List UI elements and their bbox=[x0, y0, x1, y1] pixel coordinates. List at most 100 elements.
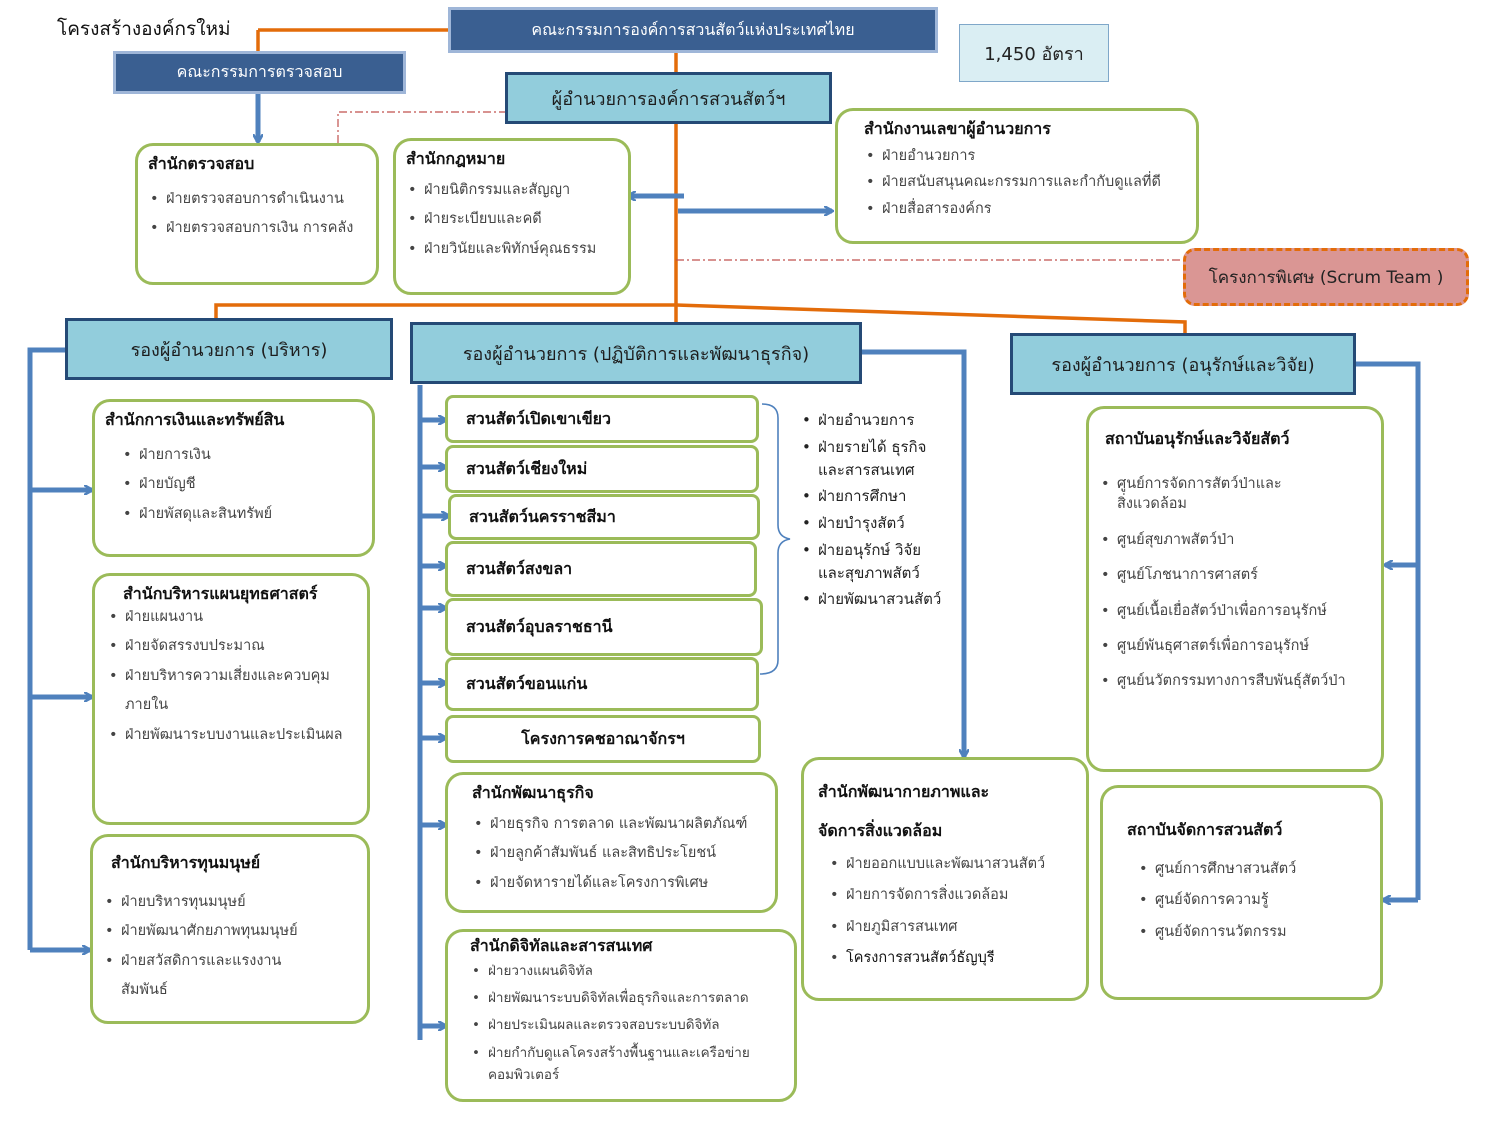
zoo-box: สวนสัตว์ขอนแก่น bbox=[445, 657, 759, 711]
list-item: ศูนย์สุขภาพสัตว์ป่า bbox=[1101, 532, 1371, 550]
audit-committee-label: คณะกรรมการตรวจสอบ bbox=[176, 62, 343, 81]
list-item: ฝ่ายนิติกรรมและสัญญา bbox=[408, 182, 618, 200]
secretary-office-title: สำนักงานเลขาผู้อำนวยการ bbox=[864, 119, 1051, 138]
list-item: ฝ่ายพัฒนาระบบงานและประเมินผล bbox=[109, 727, 357, 745]
finance-office-title: สำนักการเงินและทรัพย์สิน bbox=[105, 410, 285, 429]
list-item: ฝ่ายวินัยและพิทักษ์คุณธรรม bbox=[408, 241, 618, 259]
list-item: ฝ่ายการเงิน bbox=[123, 447, 362, 465]
zoo-box: สวนสัตว์นครราชสีมา bbox=[448, 494, 760, 540]
audit-office-title: สำนักตรวจสอบ bbox=[148, 154, 255, 173]
list-item: ฝ่ายบำรุงสัตว์ bbox=[802, 514, 970, 533]
hr-office-box: สำนักบริหารทุนมนุษย์ ฝ่ายบริหารทุนมนุษย์… bbox=[90, 834, 370, 1024]
business-office-box: สำนักพัฒนาธุรกิจ ฝ่ายธุรกิจ การตลาด และพ… bbox=[445, 772, 778, 913]
zoo-label: สวนสัตว์นครราชสีมา bbox=[469, 506, 616, 526]
list-item: ฝ่ายภูมิสารสนเทศ bbox=[830, 919, 1076, 937]
conservation-institute-title: สถาบันอนุรักษ์และวิจัยสัตว์ bbox=[1105, 429, 1290, 448]
list-item: ฝ่ายพัฒนาสวนสัตว์ bbox=[802, 590, 970, 609]
list-item: ฝ่ายสวัสดิการและแรงงาน bbox=[105, 953, 357, 971]
business-office-title: สำนักพัฒนาธุรกิจ bbox=[472, 783, 594, 802]
legal-office-title: สำนักกฎหมาย bbox=[406, 149, 506, 168]
khao-project-label: โครงการคชอาณาจักรฯ bbox=[521, 728, 685, 748]
deputy-admin-box: รองผู้อำนวยการ (บริหาร) bbox=[65, 318, 393, 380]
list-item: ฝ่ายบัญชี bbox=[123, 476, 362, 494]
list-item: ฝ่ายวางแผนดิจิทัล bbox=[472, 963, 784, 979]
legal-office-box: สำนักกฎหมาย ฝ่ายนิติกรรมและสัญญา ฝ่ายระเ… bbox=[393, 138, 631, 295]
conservation-institute-box: สถาบันอนุรักษ์และวิจัยสัตว์ ศูนย์การจัดก… bbox=[1086, 406, 1384, 772]
list-item: ศูนย์จัดการนวัตกรรม bbox=[1139, 924, 1370, 942]
board-box: คณะกรรมการองค์การสวนสัตว์แห่งประเทศไทย bbox=[448, 7, 938, 53]
list-item: ฝ่ายการจัดการสิ่งแวดล้อม bbox=[830, 887, 1076, 905]
physical-office-title: สำนักพัฒนากายภาพและ bbox=[818, 782, 990, 801]
deputy-admin-label: รองผู้อำนวยการ (บริหาร) bbox=[130, 339, 328, 361]
list-item: ฝ่ายลูกค้าสัมพันธ์ และสิทธิประโยชน์ bbox=[474, 845, 765, 863]
deputy-research-label: รองผู้อำนวยการ (อนุรักษ์และวิจัย) bbox=[1051, 354, 1315, 376]
deputy-research-box: รองผู้อำนวยการ (อนุรักษ์และวิจัย) bbox=[1010, 333, 1356, 395]
list-item: ฝ่ายออกแบบและพัฒนาสวนสัตว์ bbox=[830, 856, 1076, 874]
audit-office-box: สำนักตรวจสอบ ฝ่ายตรวจสอบการดำเนินงาน ฝ่า… bbox=[135, 143, 379, 285]
list-item-cont: และสุขภาพสัตว์ bbox=[818, 563, 920, 582]
list-item: ศูนย์นวัตกรรมทางการสืบพันธุ์สัตว์ป่า bbox=[1101, 673, 1371, 691]
list-item: ฝ่ายบริหารความเสี่ยงและควบคุม bbox=[109, 668, 357, 686]
special-project-box: โครงการพิเศษ (Scrum Team ) bbox=[1183, 248, 1469, 306]
list-item: ฝ่ายอำนวยการ bbox=[802, 411, 970, 430]
list-item: ฝ่ายพัฒนาศักยภาพทุนมนุษย์ bbox=[105, 923, 357, 941]
physical-office-box: สำนักพัฒนากายภาพและ จัดการสิ่งแวดล้อม ฝ่… bbox=[801, 757, 1089, 1001]
page-title: โครงสร้างองค์กรใหม่ bbox=[57, 18, 231, 40]
zoo-box: สวนสัตว์สงขลา bbox=[445, 541, 757, 597]
list-item: ฝ่ายอนุรักษ์ วิจัย bbox=[802, 541, 970, 560]
zoo-label: สวนสัตว์เปิดเขาเขียว bbox=[466, 408, 611, 428]
list-item: ฝ่ายระเบียบและคดี bbox=[408, 211, 618, 229]
finance-office-box: สำนักการเงินและทรัพย์สิน ฝ่ายการเงิน ฝ่า… bbox=[92, 399, 375, 557]
special-project-label: โครงการพิเศษ (Scrum Team ) bbox=[1208, 267, 1444, 288]
list-item-cont: คอมพิวเตอร์ bbox=[488, 1066, 560, 1083]
zoo-label: สวนสัตว์เชียงใหม่ bbox=[466, 458, 588, 478]
list-item-cont: สิ่งแวดล้อม bbox=[1117, 496, 1187, 513]
hr-office-title: สำนักบริหารทุนมนุษย์ bbox=[111, 853, 261, 872]
list-item: ฝ่ายประเมินผลและตรวจสอบระบบดิจิทัล bbox=[472, 1017, 784, 1033]
board-label: คณะกรรมการองค์การสวนสัตว์แห่งประเทศไทย bbox=[531, 19, 855, 39]
secretary-office-box: สำนักงานเลขาผู้อำนวยการ ฝ่ายอำนวยการ ฝ่า… bbox=[835, 108, 1199, 244]
zoo-mgmt-institute-title: สถาบันจัดการสวนสัตว์ bbox=[1127, 820, 1283, 839]
list-item: ศูนย์การศึกษาสวนสัตว์ bbox=[1139, 861, 1370, 879]
list-item: ฝ่ายจัดสรรงบประมาณ bbox=[109, 638, 357, 656]
zoo-box: สวนสัตว์อุบลราชธานี bbox=[445, 598, 763, 656]
zoo-label: สวนสัตว์ขอนแก่น bbox=[466, 673, 588, 693]
list-item: ฝ่ายตรวจสอบการเงิน การคลัง bbox=[150, 220, 366, 238]
list-item: โครงการสวนสัตว์ธัญบุรี bbox=[830, 950, 1076, 968]
director-label: ผู้อำนวยการองค์การสวนสัตว์ฯ bbox=[551, 88, 786, 110]
physical-office-title-2: จัดการสิ่งแวดล้อม bbox=[818, 821, 943, 840]
list-item: ฝ่ายอำนวยการ bbox=[866, 148, 1186, 166]
list-item: ศูนย์จัดการความรู้ bbox=[1139, 892, 1370, 910]
zoo-label: สวนสัตว์อุบลราชธานี bbox=[466, 616, 613, 636]
list-item-cont: สัมพันธ์ bbox=[121, 982, 168, 999]
strategy-office-title: สำนักบริหารแผนยุทธศาสตร์ bbox=[123, 584, 318, 603]
audit-committee-box: คณะกรรมการตรวจสอบ bbox=[113, 51, 406, 94]
list-item: ฝ่ายธุรกิจ การตลาด และพัฒนาผลิตภัณฑ์ bbox=[474, 816, 765, 834]
list-item-cont: และสารสนเทศ bbox=[818, 460, 915, 479]
list-item: ฝ่ายรายได้ ธุรกิจ bbox=[802, 438, 970, 457]
list-item: ฝ่ายสื่อสารองค์กร bbox=[866, 201, 1186, 219]
strategy-office-box: สำนักบริหารแผนยุทธศาสตร์ ฝ่ายแผนงาน ฝ่าย… bbox=[92, 573, 370, 825]
list-item: ฝ่ายกำกับดูแลโครงสร้างพื้นฐานและเครือข่า… bbox=[472, 1045, 784, 1061]
list-item: ฝ่ายการศึกษา bbox=[802, 487, 970, 506]
positions-badge: 1,450 อัตรา bbox=[959, 24, 1109, 82]
zoo-box: สวนสัตว์เปิดเขาเขียว bbox=[445, 395, 759, 443]
zoo-units-list: ฝ่ายอำนวยการ ฝ่ายรายได้ ธุรกิจ และสารสนเ… bbox=[800, 411, 970, 617]
list-item: ศูนย์การจัดการสัตว์ป่าและ bbox=[1101, 476, 1371, 494]
zoo-label: สวนสัตว์สงขลา bbox=[466, 558, 573, 578]
list-item-cont: ภายใน bbox=[125, 697, 169, 714]
list-item: ศูนย์พันธุศาสตร์เพื่อการอนุรักษ์ bbox=[1101, 638, 1371, 656]
digital-office-box: สำนักดิจิทัลและสารสนเทศ ฝ่ายวางแผนดิจิทั… bbox=[445, 929, 797, 1102]
zoo-box: สวนสัตว์เชียงใหม่ bbox=[445, 445, 759, 493]
list-item: ฝ่ายพัฒนาระบบดิจิทัลเพื่อธุรกิจและการตลา… bbox=[472, 990, 784, 1006]
zoo-mgmt-institute-box: สถาบันจัดการสวนสัตว์ ศูนย์การศึกษาสวนสัต… bbox=[1100, 785, 1383, 1000]
list-item: ฝ่ายพัสดุและสินทรัพย์ bbox=[123, 506, 362, 524]
deputy-ops-label: รองผู้อำนวยการ (ปฏิบัติการและพัฒนาธุรกิจ… bbox=[462, 343, 810, 365]
list-item: ศูนย์เนื้อเยื่อสัตว์ป่าเพื่อการอนุรักษ์ bbox=[1101, 603, 1371, 621]
list-item: ฝ่ายจัดหารายได้และโครงการพิเศษ bbox=[474, 875, 765, 893]
list-item: ฝ่ายแผนงาน bbox=[109, 609, 357, 627]
list-item: ศูนย์โภชนาการศาสตร์ bbox=[1101, 567, 1371, 585]
list-item: ฝ่ายตรวจสอบการดำเนินงาน bbox=[150, 191, 366, 209]
khao-project-box: โครงการคชอาณาจักรฯ bbox=[445, 715, 761, 763]
